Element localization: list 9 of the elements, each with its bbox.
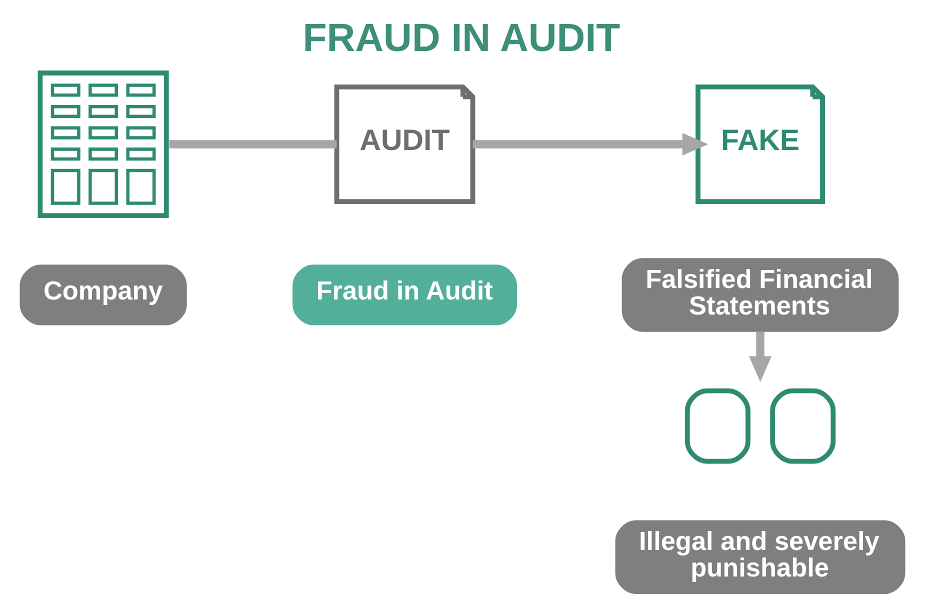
diagram-title: FRAUD IN AUDIT: [302, 16, 620, 60]
arrow: [472, 132, 708, 156]
node-box: Company: [20, 264, 187, 326]
arrow: [749, 332, 772, 382]
connector: [169, 140, 337, 148]
node-box: Fraud in Audit: [292, 264, 517, 326]
node-box: Illegal and severely punishable: [615, 520, 906, 594]
node-picture: [38, 70, 169, 218]
node-box: Falsified Financial Statements: [622, 258, 899, 332]
